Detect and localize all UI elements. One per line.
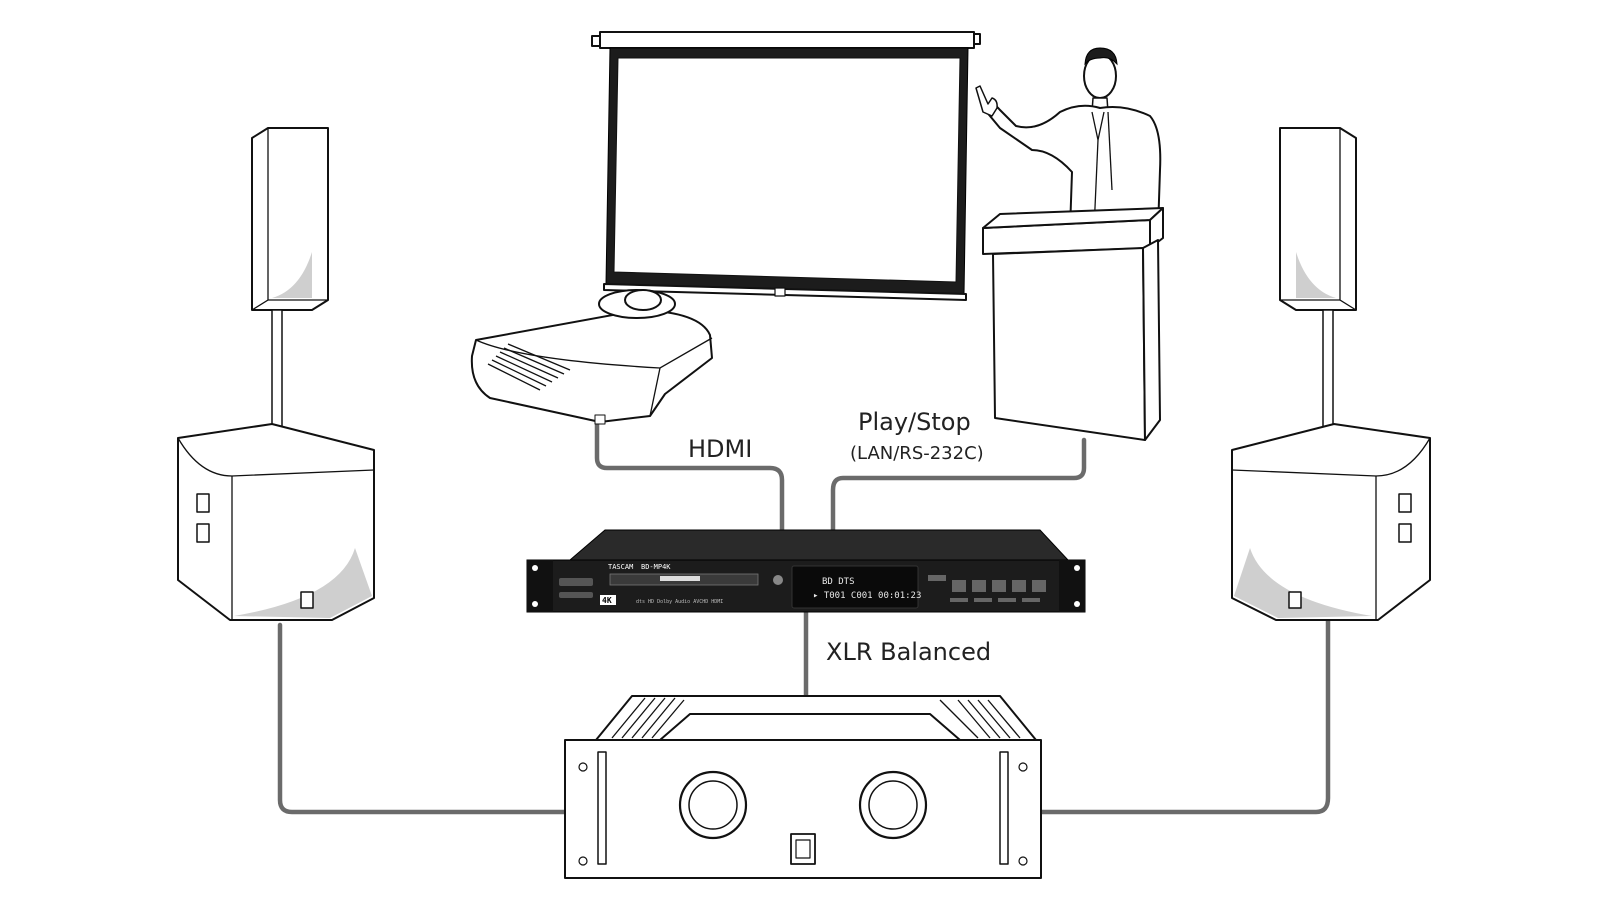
player-brand: TASCAM xyxy=(608,563,633,571)
player-model: BD-MP4K xyxy=(641,563,671,571)
xlr-label: XLR Balanced xyxy=(826,638,992,666)
control-label: Play/Stop xyxy=(858,408,971,436)
badge-4k: 4K xyxy=(602,596,612,605)
projector xyxy=(470,289,713,425)
right-subwoofer xyxy=(1231,423,1431,621)
left-speaker-cable xyxy=(277,622,568,815)
format-logos: dts HD Dolby Audio AVCHD HDMI xyxy=(636,599,723,605)
bd-player: TASCAM BD-MP4K BD DTS ▸ T001 C001 00:01:… xyxy=(526,529,1086,613)
right-speaker-cable xyxy=(1038,617,1331,815)
left-top-speaker xyxy=(251,127,329,453)
control-cable xyxy=(830,437,1087,533)
hdmi-label: HDMI xyxy=(688,435,753,463)
display-line-2: ▸ T001 C001 00:01:23 xyxy=(813,591,921,601)
display-line-1: BD DTS xyxy=(822,577,855,587)
control-sublabel: (LAN/RS-232C) xyxy=(850,443,984,464)
right-top-speaker xyxy=(1279,127,1357,453)
hdmi-cable xyxy=(594,412,785,533)
cables xyxy=(277,412,1331,815)
presenter xyxy=(975,47,1162,231)
podium xyxy=(982,207,1164,441)
power-amplifier xyxy=(564,695,1042,879)
projection-screen xyxy=(591,31,981,301)
left-subwoofer xyxy=(177,423,375,621)
